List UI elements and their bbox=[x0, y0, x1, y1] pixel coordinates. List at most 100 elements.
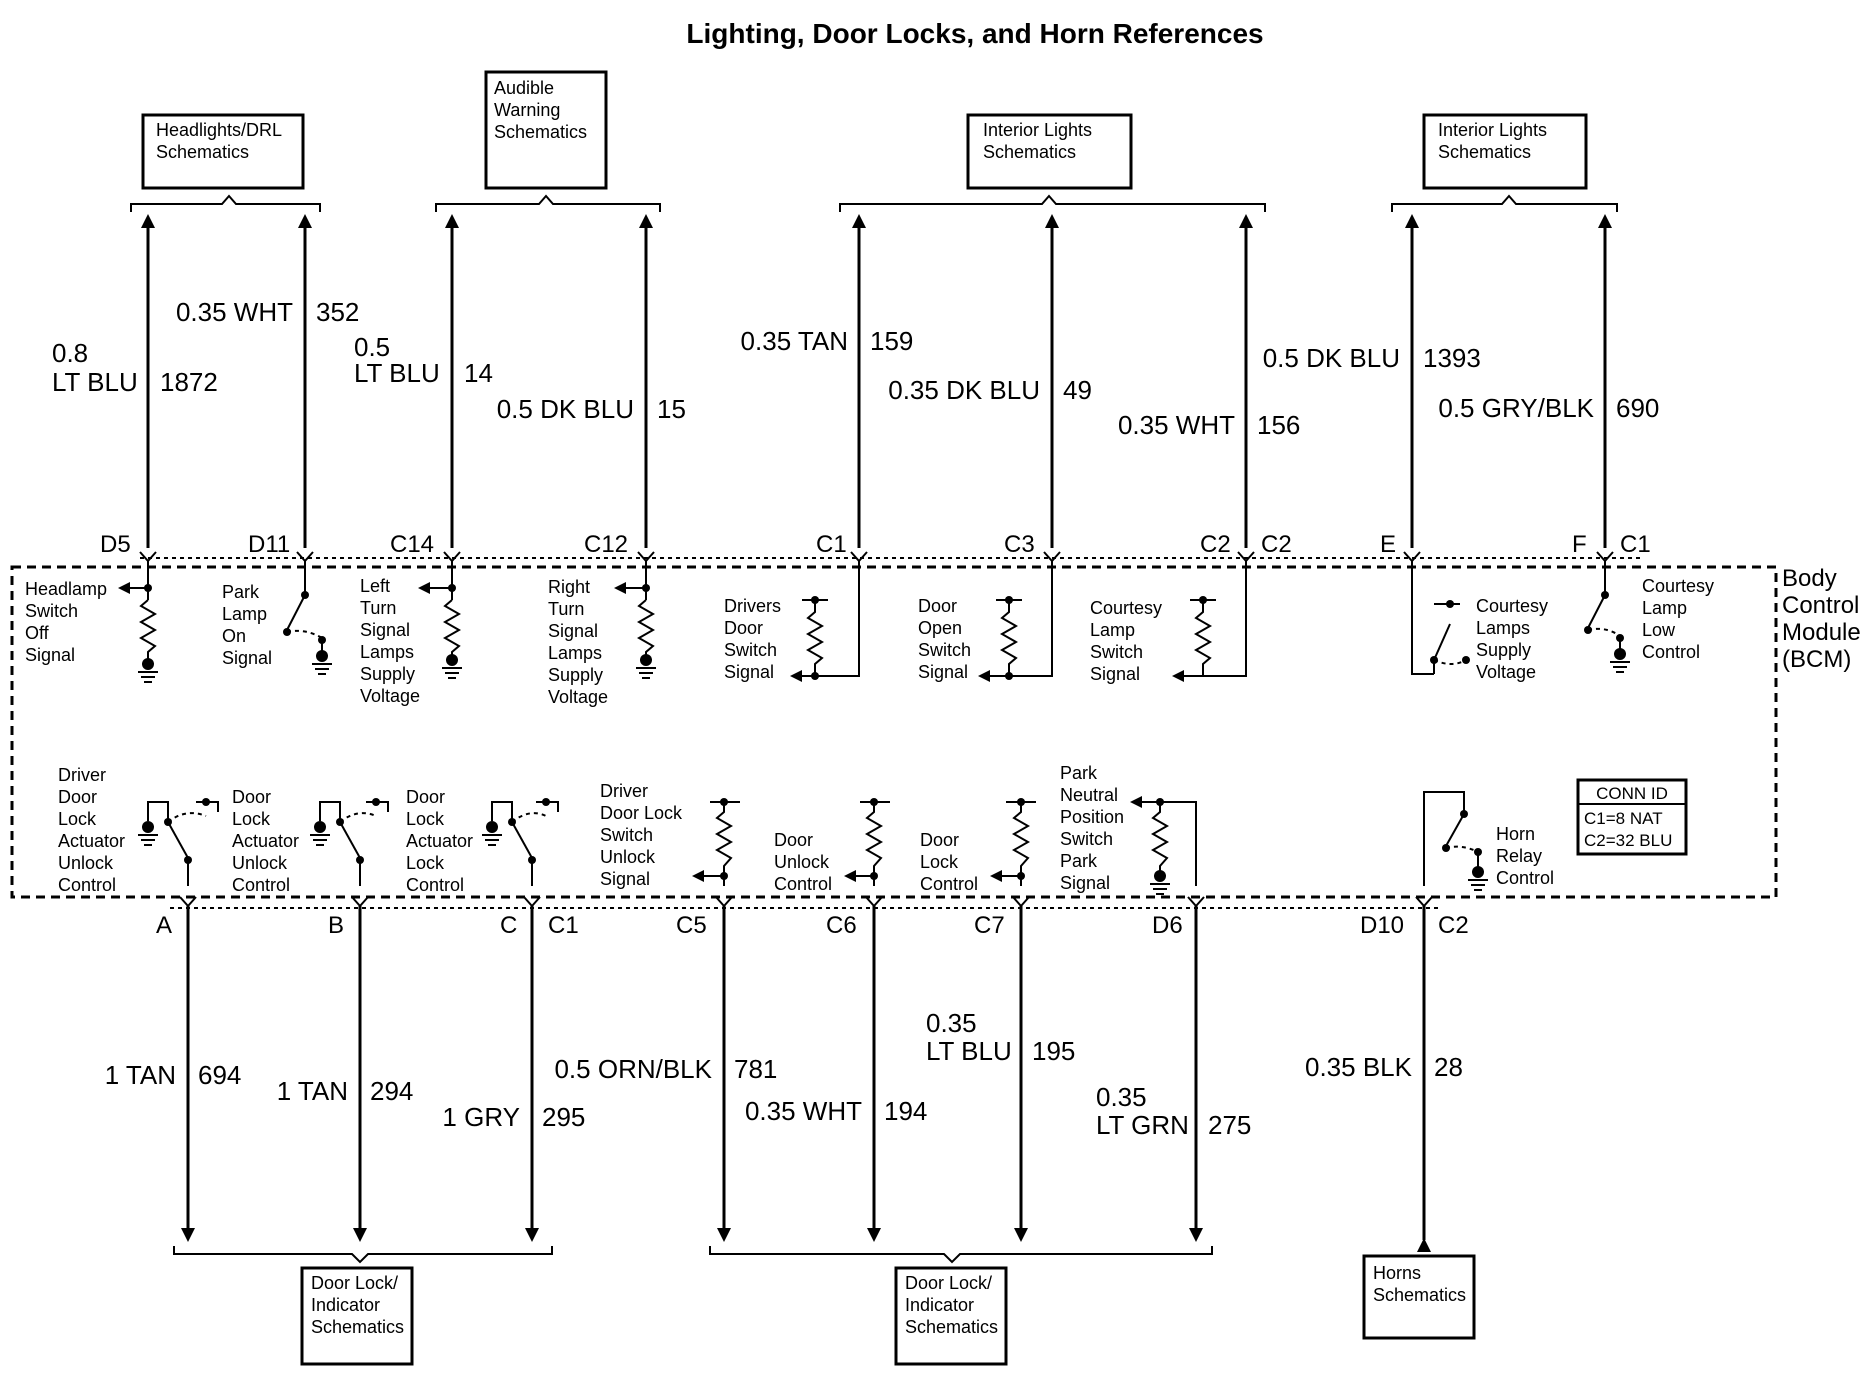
svg-text:0.35 WHT: 0.35 WHT bbox=[745, 1096, 862, 1126]
svg-text:Courtesy: Courtesy bbox=[1642, 576, 1714, 596]
circuit-door-unlock-control: Door Unlock Control bbox=[774, 798, 890, 894]
wire-295: C C1 1 GRY 295 bbox=[442, 896, 585, 1242]
svg-text:E: E bbox=[1380, 531, 1396, 558]
circuit-door-open-switch: Door Open Switch Signal bbox=[918, 561, 1053, 682]
svg-text:Lamp: Lamp bbox=[1090, 620, 1135, 640]
svg-text:Control: Control bbox=[58, 875, 116, 895]
svg-text:1 TAN: 1 TAN bbox=[105, 1060, 176, 1090]
svg-text:CONN ID: CONN ID bbox=[1596, 784, 1668, 803]
svg-text:C7: C7 bbox=[974, 912, 1005, 939]
svg-text:C5: C5 bbox=[676, 912, 707, 939]
svg-text:Door Lock: Door Lock bbox=[600, 803, 683, 823]
svg-text:Door: Door bbox=[232, 787, 271, 807]
svg-text:0.5 DK BLU: 0.5 DK BLU bbox=[497, 394, 634, 424]
svg-text:Unlock: Unlock bbox=[58, 853, 114, 873]
svg-text:Signal: Signal bbox=[360, 620, 410, 640]
svg-text:C1=8 NAT: C1=8 NAT bbox=[1584, 809, 1663, 828]
wire-781: C5 0.5 ORN/BLK 781 bbox=[554, 896, 777, 1242]
ref-box-door-lock-indicator-2: Door Lock/ Indicator Schematics bbox=[894, 1266, 1008, 1366]
svg-text:D5: D5 bbox=[100, 531, 131, 558]
svg-text:1393: 1393 bbox=[1423, 343, 1481, 373]
bcm-outline bbox=[10, 565, 1778, 899]
svg-text:0.8: 0.8 bbox=[52, 338, 88, 368]
ref-box-audible-warning: Audible Warning Schematics bbox=[484, 70, 608, 190]
wire-294: B 1 TAN 294 bbox=[277, 896, 413, 1242]
svg-text:Park: Park bbox=[222, 582, 260, 602]
svg-text:Signal: Signal bbox=[724, 662, 774, 682]
svg-text:Voltage: Voltage bbox=[1476, 662, 1536, 682]
svg-text:Unlock: Unlock bbox=[774, 852, 830, 872]
svg-text:Schematics: Schematics bbox=[1438, 142, 1531, 162]
svg-text:B: B bbox=[328, 912, 344, 939]
svg-text:On: On bbox=[222, 626, 246, 646]
wire-194: C6 0.35 WHT 194 bbox=[745, 896, 927, 1242]
wire-28: D10 C2 0.35 BLK 28 bbox=[1305, 896, 1469, 1252]
svg-text:Schematics: Schematics bbox=[156, 142, 249, 162]
circuit-door-unlock-actuator: Door Lock Actuator Unlock Control bbox=[232, 787, 389, 895]
svg-text:Lamp: Lamp bbox=[1642, 598, 1687, 618]
svg-text:0.35 BLK: 0.35 BLK bbox=[1305, 1052, 1413, 1082]
svg-text:Door: Door bbox=[918, 596, 957, 616]
svg-text:C: C bbox=[500, 912, 517, 939]
svg-text:Indicator: Indicator bbox=[905, 1295, 974, 1315]
wire-690: 0.5 GRY/BLK 690 F C1 bbox=[1438, 214, 1659, 563]
svg-text:Signal: Signal bbox=[918, 662, 968, 682]
svg-text:Module: Module bbox=[1782, 619, 1861, 646]
wire-15: 0.5 DK BLU 15 C12 bbox=[497, 214, 686, 563]
svg-text:Lamp: Lamp bbox=[222, 604, 267, 624]
svg-text:28: 28 bbox=[1434, 1052, 1463, 1082]
svg-text:C6: C6 bbox=[826, 912, 857, 939]
svg-text:Headlights/DRL: Headlights/DRL bbox=[156, 120, 282, 140]
svg-text:Signal: Signal bbox=[1090, 664, 1140, 684]
circuit-headlamp-switch-off: Headlamp Switch Off Signal bbox=[25, 561, 158, 683]
svg-text:Headlamp: Headlamp bbox=[25, 579, 107, 599]
svg-text:194: 194 bbox=[884, 1096, 927, 1126]
wire-195: C7 0.35 LT BLU 195 bbox=[926, 896, 1075, 1242]
svg-text:Door Lock/: Door Lock/ bbox=[311, 1273, 398, 1293]
svg-text:Door: Door bbox=[774, 830, 813, 850]
svg-text:C14: C14 bbox=[390, 531, 434, 558]
wire-694: A 1 TAN 694 bbox=[105, 896, 241, 1242]
svg-text:295: 295 bbox=[542, 1102, 585, 1132]
svg-text:C2: C2 bbox=[1261, 531, 1292, 558]
svg-text:1 TAN: 1 TAN bbox=[277, 1076, 348, 1106]
svg-text:Lock: Lock bbox=[58, 809, 97, 829]
svg-text:Signal: Signal bbox=[600, 869, 650, 889]
svg-text:Park: Park bbox=[1060, 763, 1098, 783]
svg-text:Signal: Signal bbox=[222, 648, 272, 668]
svg-text:294: 294 bbox=[370, 1076, 413, 1106]
svg-text:Control: Control bbox=[1782, 592, 1859, 619]
svg-text:Signal: Signal bbox=[25, 645, 75, 665]
svg-text:F: F bbox=[1572, 531, 1587, 558]
connector-id-table: CONN ID C1=8 NAT C2=32 BLU bbox=[1576, 778, 1688, 856]
svg-text:Unlock: Unlock bbox=[232, 853, 288, 873]
svg-text:A: A bbox=[156, 912, 172, 939]
circuit-drivers-door-switch: Drivers Door Switch Signal bbox=[724, 561, 860, 682]
svg-text:49: 49 bbox=[1063, 375, 1092, 405]
svg-text:Supply: Supply bbox=[360, 664, 415, 684]
circuit-door-lock-actuator: Door Lock Actuator Lock Control bbox=[406, 787, 559, 895]
svg-text:Control: Control bbox=[1496, 868, 1554, 888]
wire-1872: 0.8 LT BLU 1872 D5 bbox=[52, 214, 218, 563]
svg-text:C3: C3 bbox=[1004, 531, 1035, 558]
wire-156: 0.35 WHT 156 C2 C2 bbox=[1118, 214, 1300, 563]
svg-text:LT BLU: LT BLU bbox=[354, 358, 440, 388]
svg-text:Lock: Lock bbox=[920, 852, 959, 872]
svg-text:Actuator: Actuator bbox=[232, 831, 299, 851]
circuit-courtesy-lamp-low: Courtesy Lamp Low Control bbox=[1584, 561, 1714, 673]
svg-text:Supply: Supply bbox=[548, 665, 603, 685]
svg-text:Actuator: Actuator bbox=[58, 831, 125, 851]
svg-text:Signal: Signal bbox=[548, 621, 598, 641]
svg-text:Actuator: Actuator bbox=[406, 831, 473, 851]
page-title: Lighting, Door Locks, and Horn Reference… bbox=[686, 18, 1263, 49]
svg-text:C2: C2 bbox=[1438, 912, 1469, 939]
svg-text:Lock: Lock bbox=[232, 809, 271, 829]
svg-text:694: 694 bbox=[198, 1060, 241, 1090]
svg-text:0.35 TAN: 0.35 TAN bbox=[741, 326, 848, 356]
circuit-driver-door-lock-switch: Driver Door Lock Switch Unlock Signal bbox=[600, 781, 740, 889]
svg-text:Control: Control bbox=[1642, 642, 1700, 662]
svg-text:Control: Control bbox=[920, 874, 978, 894]
svg-text:14: 14 bbox=[464, 358, 493, 388]
wire-159: 0.35 TAN 159 C1 bbox=[741, 214, 913, 563]
svg-text:Unlock: Unlock bbox=[600, 847, 656, 867]
